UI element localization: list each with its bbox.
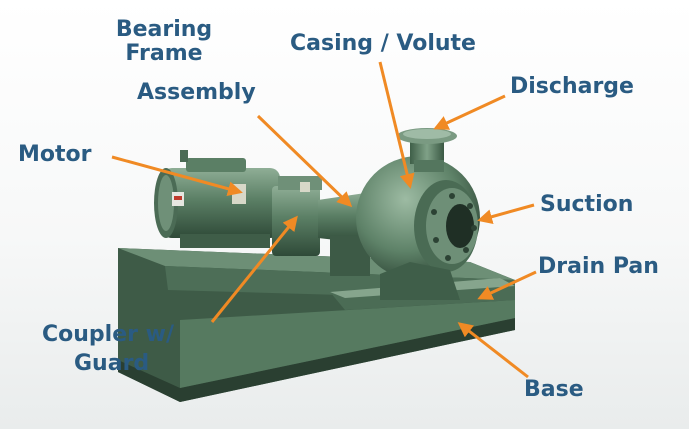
arrow-drain-pan	[477, 270, 537, 300]
coupler-guard	[272, 176, 322, 256]
discharge-nozzle	[397, 128, 457, 172]
arrow-motor	[111, 155, 243, 197]
label-bearing-line1: Bearing	[115, 17, 213, 42]
label-motor: Motor	[18, 142, 92, 167]
label-suction: Suction	[540, 192, 634, 217]
label-bearing-line3: Assembly	[137, 80, 256, 105]
arrows	[111, 61, 537, 379]
label-coupler-line2: Guard	[74, 351, 150, 376]
arrow-casing	[378, 61, 415, 189]
arrow-bearing	[256, 114, 353, 208]
label-discharge: Discharge	[510, 74, 634, 99]
arrow-suction	[477, 203, 535, 225]
motor	[154, 150, 280, 248]
label-base: Base	[524, 377, 584, 402]
arrow-discharge	[433, 94, 506, 130]
label-bearing-line2: Frame	[125, 41, 203, 66]
casing-volute	[356, 156, 480, 300]
arrow-coupler	[210, 215, 298, 323]
label-coupler-line1: Coupler w/	[42, 322, 174, 347]
label-casing-volute: Casing / Volute	[290, 31, 476, 56]
label-drain-pan: Drain Pan	[538, 254, 659, 279]
label-bearing-frame: Bearing Frame	[104, 18, 224, 66]
arrow-base	[457, 322, 529, 379]
base-frame	[118, 248, 515, 402]
